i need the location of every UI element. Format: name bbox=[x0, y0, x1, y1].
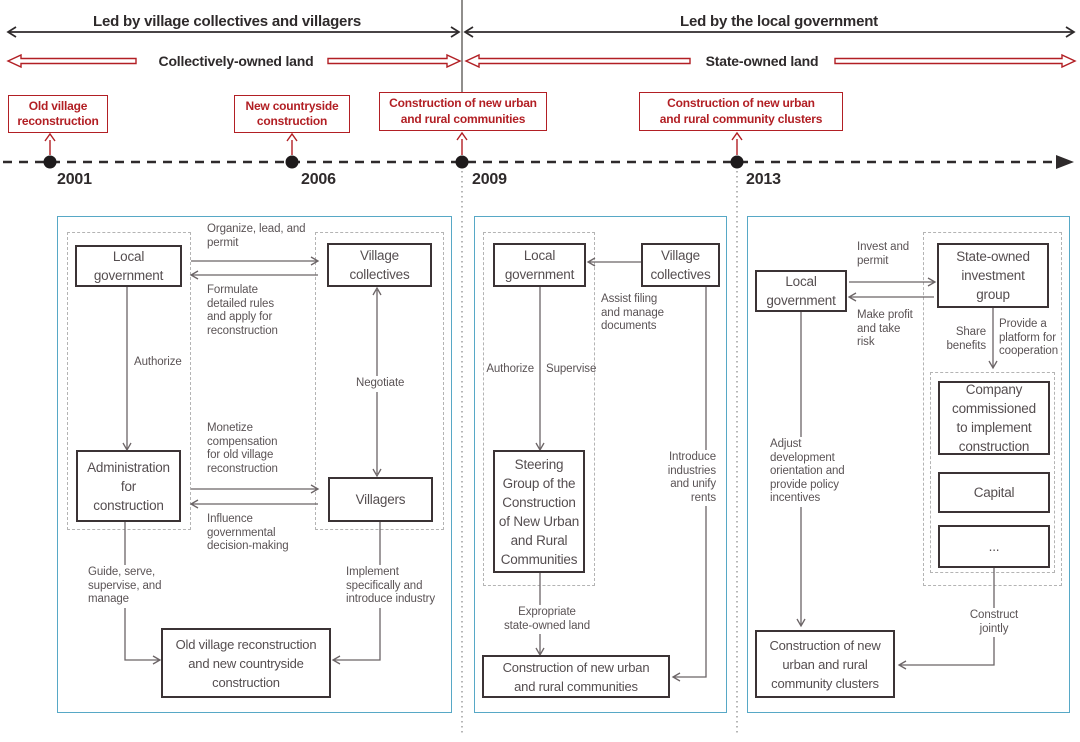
panel1-government-group bbox=[67, 232, 191, 530]
milestone-box-2001: Old village reconstruction bbox=[8, 95, 108, 133]
milestone-box-2013: Construction of new urban and rural comm… bbox=[639, 92, 843, 131]
panel3-investment-group-outline bbox=[923, 232, 1062, 586]
year-2001: 2001 bbox=[57, 171, 92, 188]
phase-label-left: Led by village collectives and villagers bbox=[93, 13, 361, 30]
p3-company-box: Company commissioned to implement constr… bbox=[938, 381, 1050, 455]
p3-adjust-label: Adjust development orientation and provi… bbox=[768, 437, 847, 507]
p2-local-government-box: Local government bbox=[493, 243, 586, 287]
p1-influence-label: Influence governmental decision-making bbox=[207, 513, 289, 552]
panel2-government-group bbox=[483, 232, 595, 586]
p3-investment-group-box: State-owned investment group bbox=[937, 243, 1049, 308]
p2-expropriate-label: Expropriate state-owned land bbox=[477, 605, 617, 634]
phase-label-right: Led by the local government bbox=[680, 13, 878, 30]
milestone-box-2009: Construction of new urban and rural comm… bbox=[379, 92, 547, 131]
land-label-right: State-owned land bbox=[705, 53, 819, 69]
p2-introduce-label: Introduce industries and unify rents bbox=[660, 450, 718, 506]
year-2009: 2009 bbox=[472, 171, 507, 188]
p2-outcome-box: Construction of new urban and rural comm… bbox=[482, 655, 670, 698]
p3-outcome-box: Construction of new urban and rural comm… bbox=[755, 630, 895, 698]
panel1-flow-arrows bbox=[122, 256, 382, 665]
p3-invest-label: Invest and permit bbox=[857, 241, 910, 267]
p1-administration-box: Administration for construction bbox=[76, 450, 181, 522]
p3-capital-box: Capital bbox=[938, 472, 1050, 513]
p1-organize-label: Organize, lead, and permit bbox=[207, 223, 306, 249]
panel-2013-onward bbox=[747, 216, 1070, 713]
p1-authorize-label: Authorize bbox=[134, 356, 182, 368]
p1-implement-label: Implement specifically and introduce ind… bbox=[344, 565, 437, 608]
panel3-subsidiary-group-outline bbox=[930, 372, 1055, 573]
panel-2001-2009 bbox=[57, 216, 452, 713]
p2-steering-group-box: Steering Group of the Construction of Ne… bbox=[493, 450, 585, 573]
phase-extent-arrows bbox=[6, 26, 1076, 38]
p2-supervise-label: Supervise bbox=[546, 363, 597, 375]
timeline-axis bbox=[3, 155, 1074, 169]
p1-outcome-box: Old village reconstruction and new count… bbox=[161, 628, 331, 698]
p1-formulate-label: Formulate detailed rules and apply for r… bbox=[207, 284, 278, 337]
panel2-flow-arrows bbox=[535, 257, 707, 682]
year-2013: 2013 bbox=[746, 171, 781, 188]
p3-local-government-box: Local government bbox=[755, 270, 847, 312]
period-dividers bbox=[461, 171, 738, 736]
p1-villagers-box: Villagers bbox=[328, 477, 433, 522]
milestone-arrows bbox=[44, 131, 743, 155]
p3-others-box: ... bbox=[938, 525, 1050, 568]
milestone-box-2006: New countryside construction bbox=[234, 95, 350, 133]
land-label-left: Collectively-owned land bbox=[158, 53, 314, 69]
p1-local-government-box: Local government bbox=[75, 245, 182, 287]
p1-negotiate-label: Negotiate bbox=[354, 376, 407, 392]
year-2006: 2006 bbox=[301, 171, 336, 188]
p3-construct-label: Construct jointly bbox=[954, 608, 1034, 637]
p2-authorize-label: Authorize bbox=[486, 363, 534, 375]
p2-village-collectives-box: Village collectives bbox=[641, 243, 720, 287]
p3-profit-label: Make profit and take risk bbox=[857, 309, 913, 348]
p2-assist-label: Assist filing and manage documents bbox=[601, 293, 664, 332]
p3-platform-label: Provide a platform for cooperation bbox=[999, 318, 1058, 357]
panel-2009-2013 bbox=[474, 216, 727, 713]
p1-village-collectives-box: Village collectives bbox=[327, 243, 432, 287]
p1-guide-label: Guide, serve, supervise, and manage bbox=[86, 565, 164, 608]
p1-monetize-label: Monetize compensation for old village re… bbox=[207, 422, 278, 475]
p3-share-label: Share benefits bbox=[946, 326, 987, 352]
land-extent-arrows bbox=[6, 53, 1077, 69]
